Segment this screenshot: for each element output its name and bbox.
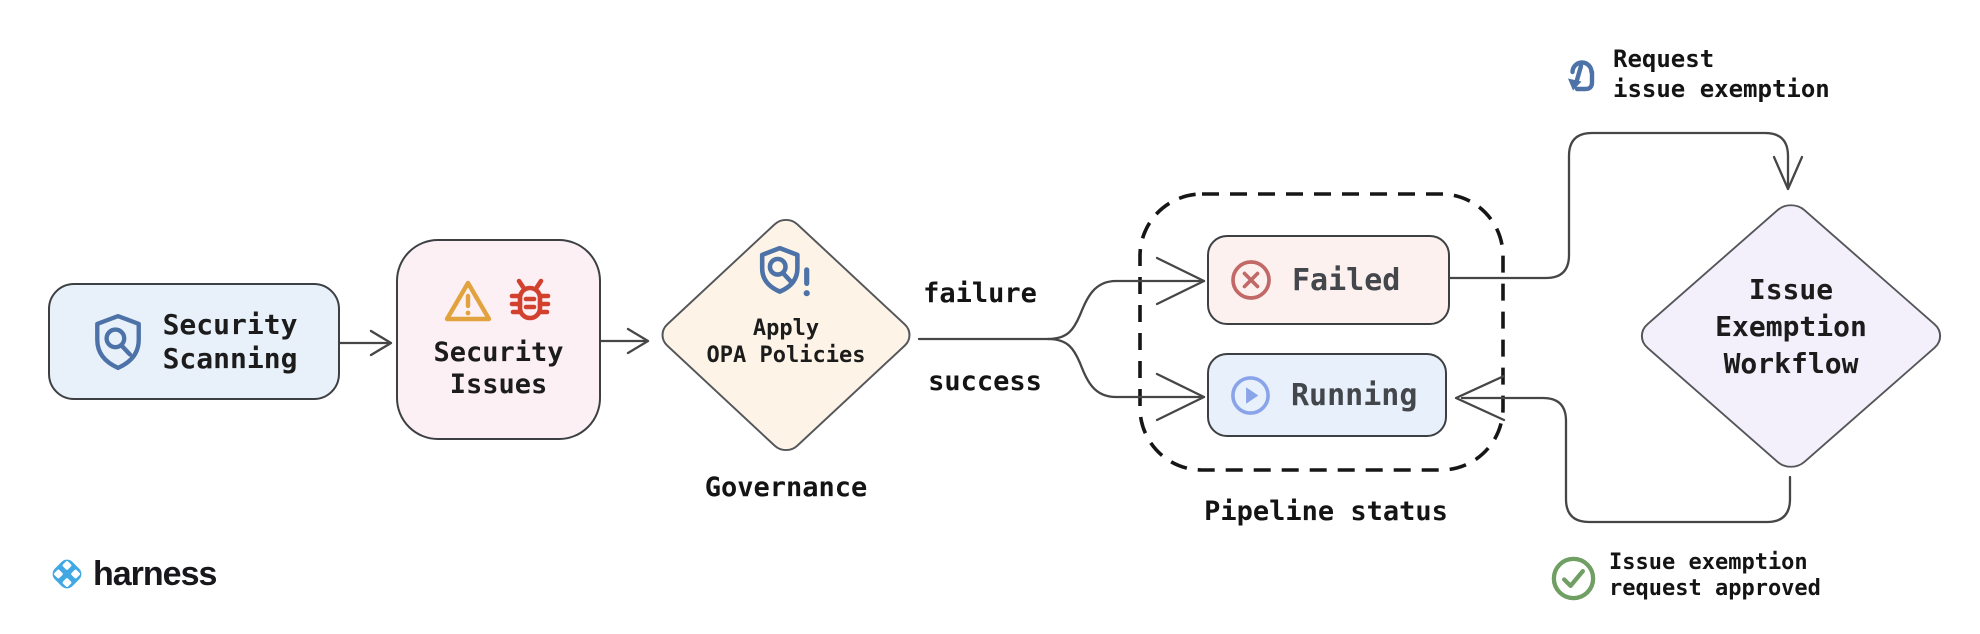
annotation-label: Issue exemption request approved: [1609, 550, 1821, 601]
node-label: Issue Exemption Workflow: [1715, 273, 1867, 380]
harness-logo: harness: [46, 553, 217, 595]
annotation-approved: Issue exemption request approved: [1549, 550, 1821, 603]
status-label: Failed: [1292, 262, 1401, 298]
tap-gesture-icon: [1561, 53, 1601, 97]
harness-logo-icon: [46, 553, 88, 595]
arrowhead-scanning-to-issues: [369, 329, 393, 357]
edge-exemption-to-running: [1460, 396, 1792, 524]
edge-success-branch: [1046, 337, 1206, 399]
node-failed: Failed: [1207, 235, 1450, 325]
arrowhead-issues-to-opa: [626, 327, 650, 355]
arrowhead-success-branch: [1155, 372, 1206, 422]
circle-x-icon: [1229, 258, 1273, 302]
issue-icons: [443, 278, 555, 324]
node-label: Security Scanning: [162, 307, 298, 375]
node-security-issues: Security Issues: [396, 239, 601, 440]
annotation-request: Request issue exemption: [1561, 44, 1830, 104]
node-label: Security Issues: [433, 337, 564, 400]
shield-search-icon: [91, 313, 145, 371]
warning-icon: [443, 278, 493, 324]
pipeline-status-caption: Pipeline status: [1204, 496, 1448, 527]
annotation-label: Request issue exemption: [1613, 45, 1830, 103]
node-security-scanning: Security Scanning: [48, 283, 340, 400]
status-label: Running: [1291, 377, 1418, 413]
arrowhead-failure-branch: [1155, 256, 1206, 306]
brand-wordmark: harness: [93, 554, 217, 593]
pipeline-status-dashed-border: [1138, 192, 1505, 472]
node-apply-opa: Apply OPA Policies: [666, 246, 906, 369]
edge-failure-branch: [1046, 279, 1206, 341]
failure-edge-label: failure: [923, 278, 1037, 309]
success-edge-label: success: [928, 366, 1042, 397]
node-running: Running: [1207, 353, 1447, 437]
governance-caption: Governance: [704, 472, 868, 503]
node-exemption: Issue Exemption Workflow: [1671, 271, 1911, 382]
arrowhead-into-running: [1454, 374, 1506, 422]
bug-icon: [505, 278, 555, 324]
check-circle-icon: [1549, 554, 1598, 603]
edge-failed-to-exemption: [1448, 131, 1790, 280]
circle-play-icon: [1229, 374, 1272, 417]
node-label: Apply OPA Policies: [706, 316, 866, 368]
arrowhead-into-exemption: [1772, 155, 1804, 191]
shield-alert-icon: [757, 246, 815, 300]
